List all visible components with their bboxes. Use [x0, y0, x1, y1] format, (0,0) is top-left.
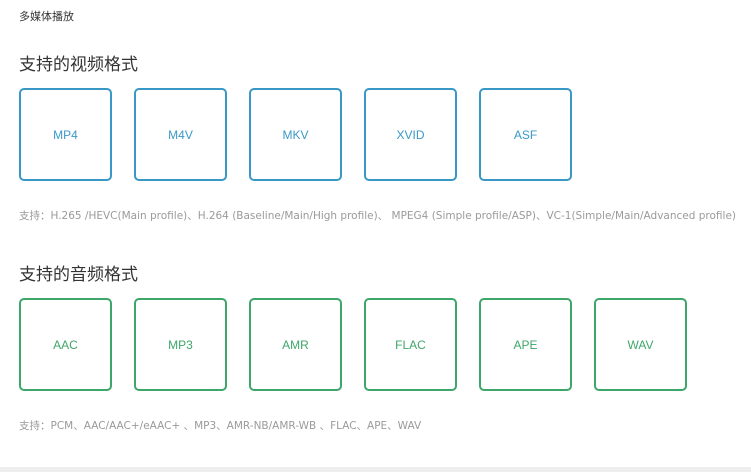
page-title: 多媒体播放	[19, 10, 74, 23]
audio-format-tile-flac[interactable]: FLAC	[364, 298, 457, 391]
video-format-tile-xvid[interactable]: XVID	[364, 88, 457, 181]
audio-format-list: AAC MP3 AMR FLAC APE WAV	[19, 298, 687, 391]
audio-format-tile-ape[interactable]: APE	[479, 298, 572, 391]
video-format-tile-mp4[interactable]: MP4	[19, 88, 112, 181]
audio-format-tile-aac[interactable]: AAC	[19, 298, 112, 391]
audio-format-tile-amr[interactable]: AMR	[249, 298, 342, 391]
audio-format-tile-wav[interactable]: WAV	[594, 298, 687, 391]
bottom-divider	[0, 467, 751, 472]
audio-section-title: 支持的音频格式	[19, 265, 138, 285]
video-format-list: MP4 M4V MKV XVID ASF	[19, 88, 572, 181]
audio-support-text: 支持：PCM、AAC/AAC+/eAAC+ 、MP3、AMR-NB/AMR-WB…	[19, 420, 422, 432]
video-section-title: 支持的视频格式	[19, 55, 138, 75]
video-format-tile-mkv[interactable]: MKV	[249, 88, 342, 181]
audio-format-tile-mp3[interactable]: MP3	[134, 298, 227, 391]
video-format-tile-asf[interactable]: ASF	[479, 88, 572, 181]
video-support-text: 支持：H.265 /HEVC(Main profile)、H.264 (Base…	[19, 210, 737, 222]
video-format-tile-m4v[interactable]: M4V	[134, 88, 227, 181]
